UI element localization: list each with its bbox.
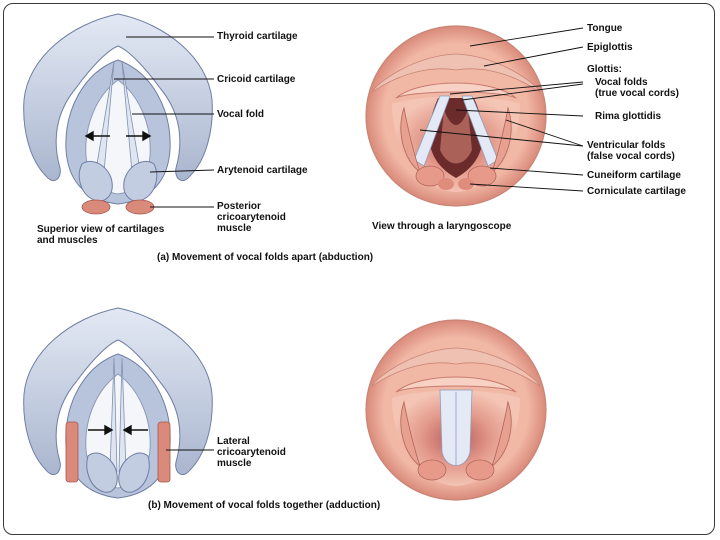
- label-vocal-fold: Vocal fold: [217, 109, 264, 120]
- superior-view-adduction: [24, 308, 213, 498]
- label-vocal-folds: Vocal folds (true vocal cords): [595, 77, 679, 99]
- label-epiglottis: Epiglottis: [587, 42, 633, 53]
- label-cricoid-cartilage: Cricoid cartilage: [217, 74, 295, 85]
- caption-line: and muscles: [37, 235, 164, 246]
- label-cuneiform-cartilage: Cuneiform cartilage: [587, 170, 681, 181]
- caption-panel-b: (b) Movement of vocal folds together (ad…: [148, 500, 380, 511]
- label-glottis: Glottis:: [587, 64, 622, 75]
- label-line: (true vocal cords): [595, 88, 679, 99]
- label-line: (false vocal cords): [587, 151, 675, 162]
- label-line: Ventricular folds: [587, 140, 675, 151]
- lateral-cricoarytenoid-left: [66, 422, 78, 482]
- label-lateral-cricoarytenoid: Lateral cricoarytenoid muscle: [217, 436, 286, 469]
- label-ventricular-folds: Ventricular folds (false vocal cords): [587, 140, 675, 162]
- lateral-cricoarytenoid-right: [158, 422, 170, 482]
- laryngoscope-caption: View through a laryngoscope: [372, 221, 511, 232]
- label-arytenoid-cartilage: Arytenoid cartilage: [217, 165, 308, 176]
- laryngoscope-view-abduction: [366, 26, 546, 206]
- caption-panel-a: (a) Movement of vocal folds apart (abduc…: [157, 252, 373, 263]
- label-line: muscle: [217, 458, 286, 469]
- label-line: Lateral: [217, 436, 286, 447]
- label-corniculate-cartilage: Corniculate cartilage: [587, 186, 686, 197]
- label-thyroid-cartilage: Thyroid cartilage: [217, 31, 298, 42]
- posterior-cricoarytenoid-right: [126, 200, 154, 214]
- label-line: cricoarytenoid: [217, 447, 286, 458]
- label-line: cricoarytenoid: [217, 212, 286, 223]
- label-posterior-cricoarytenoid: Posterior cricoarytenoid muscle: [217, 201, 286, 234]
- label-line: Vocal folds: [595, 77, 679, 88]
- label-rima-glottidis: Rima glottidis: [595, 111, 661, 122]
- label-line: Posterior: [217, 201, 286, 212]
- corniculate-left: [438, 178, 454, 190]
- label-tongue: Tongue: [587, 23, 622, 34]
- label-line: muscle: [217, 223, 286, 234]
- laryngoscope-view-adduction: [366, 320, 546, 500]
- caption-line: Superior view of cartilages: [37, 224, 164, 235]
- superior-view-caption: Superior view of cartilages and muscles: [37, 224, 164, 246]
- posterior-cricoarytenoid-left: [82, 200, 110, 214]
